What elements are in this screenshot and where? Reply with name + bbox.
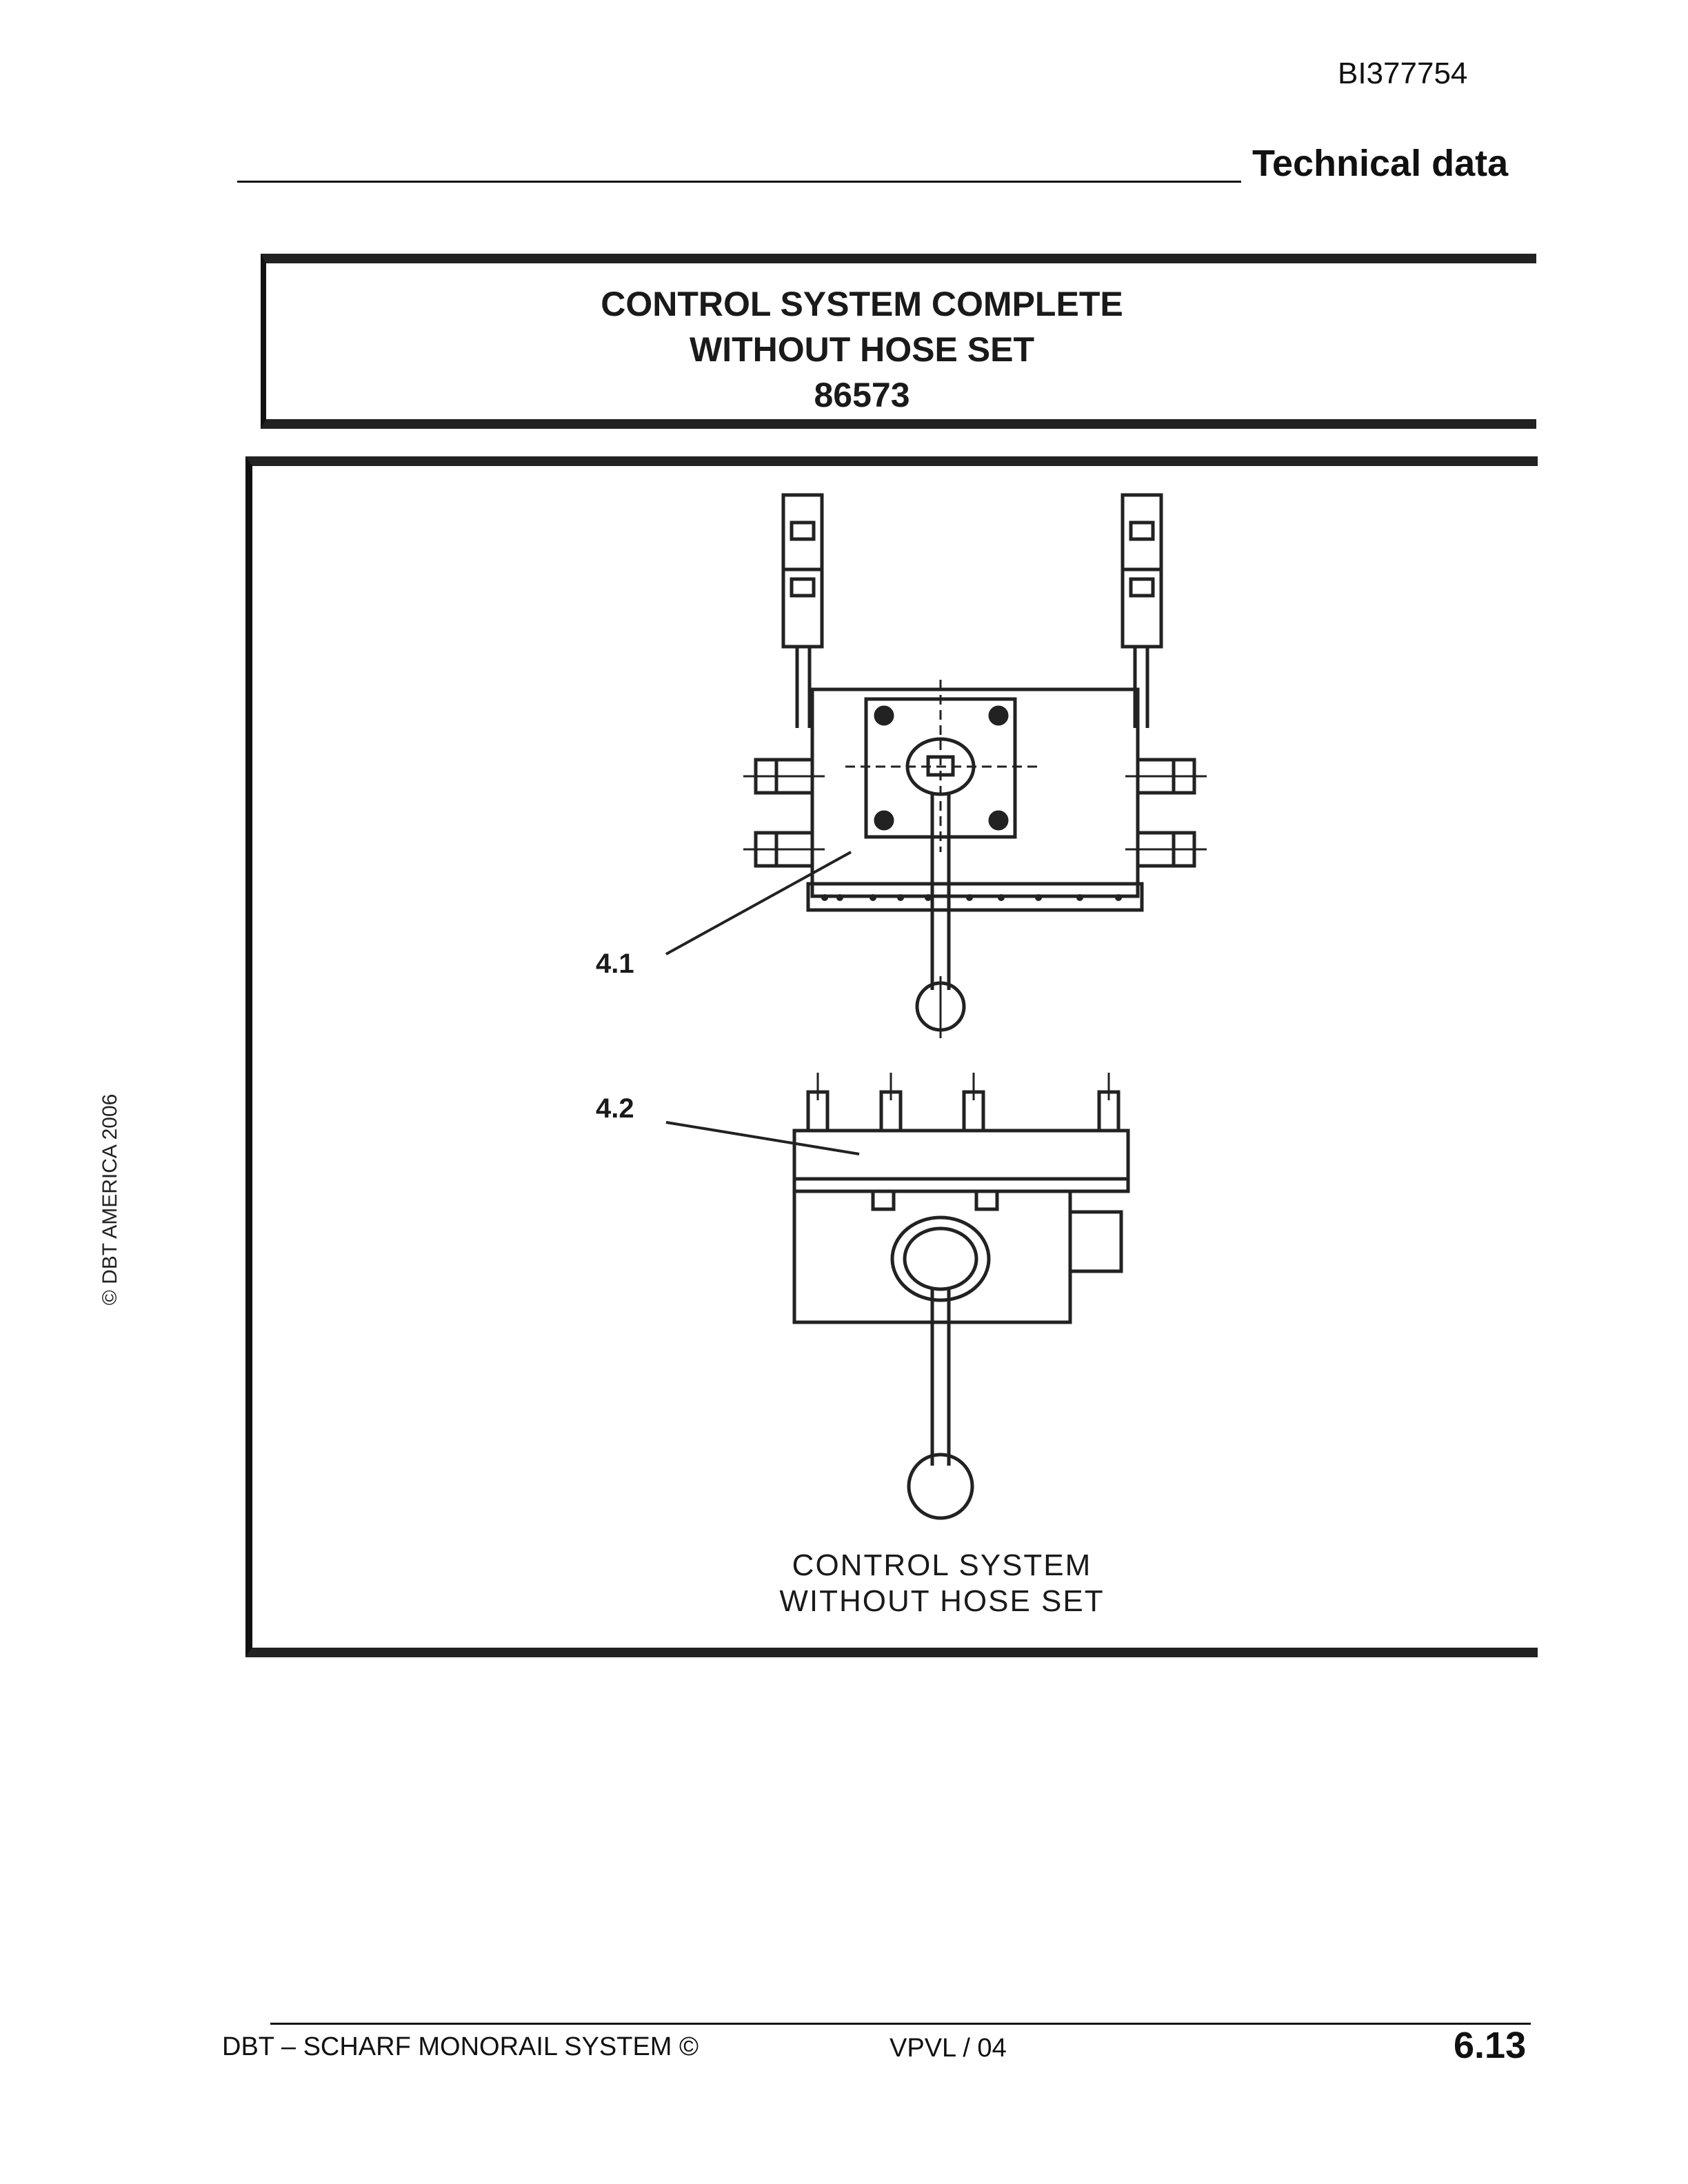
left-clamps (743, 758, 825, 868)
title-line-2: WITHOUT HOSE SET (690, 330, 1034, 369)
left-valve-drawing (781, 493, 824, 728)
right-clamps (1125, 758, 1207, 868)
valve-body-top (810, 687, 1140, 898)
caption-line-2: WITHOUT HOSE SET (779, 1584, 1105, 1618)
fittings-row (806, 1073, 1121, 1133)
right-valve-drawing (1121, 493, 1163, 728)
page-number: 6.13 (1454, 2025, 1527, 2066)
caption-line-1: CONTROL SYSTEM (792, 1548, 1092, 1582)
side-copyright: © DBT AMERICA 2006 (99, 1093, 121, 1306)
footer-revision: VPVL / 04 (890, 2034, 1007, 2063)
header-rule (237, 181, 1241, 183)
footer-system-name: DBT – SCHARF MONORAIL SYSTEM © (222, 2032, 699, 2061)
section-title: Technical data (1252, 143, 1509, 184)
bottom-rail (806, 882, 1144, 912)
title-block: CONTROL SYSTEM COMPLETE WITHOUT HOSE SET… (261, 254, 1536, 429)
document-id: BI377754 (1338, 57, 1468, 90)
control-system-drawing (665, 493, 1207, 1520)
callout-4-2: 4.2 (596, 1093, 634, 1124)
side-block (1068, 1210, 1123, 1273)
manifold-plate (792, 1129, 1130, 1193)
part-number: 86573 (814, 376, 910, 414)
footer-rule (270, 2023, 1531, 2025)
title-line-1: CONTROL SYSTEM COMPLETE (601, 285, 1123, 323)
figure-frame: 4.1 4.2 CONTROL SYSTEM WITHOUT HOSE SET (245, 456, 1538, 1657)
callout-4-1: 4.1 (596, 949, 634, 979)
